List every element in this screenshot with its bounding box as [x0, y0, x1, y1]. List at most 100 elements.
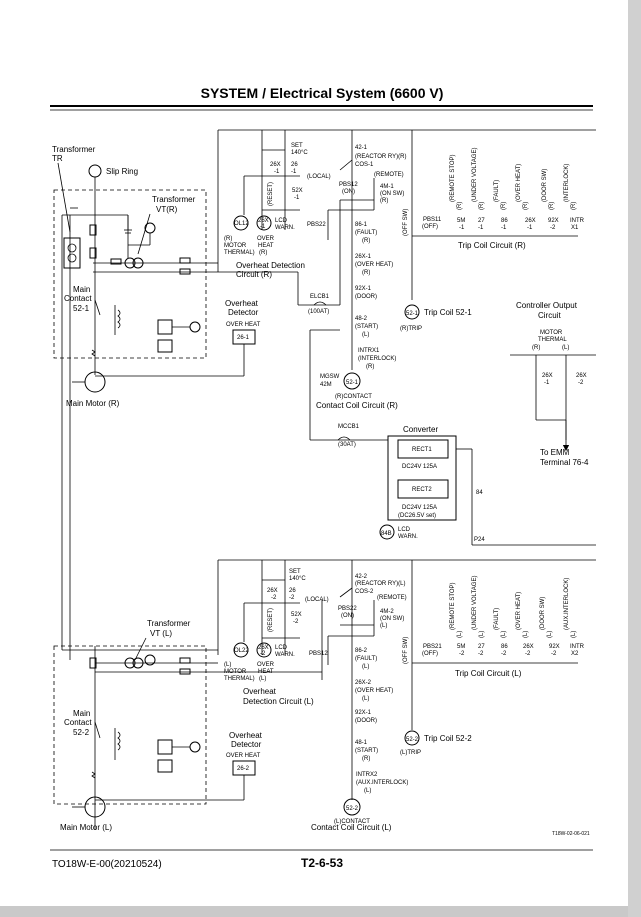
- svg-text:WARN.: WARN.: [275, 652, 295, 658]
- svg-text:26: 26: [289, 588, 296, 594]
- svg-text:(R)TRIP: (R)TRIP: [400, 326, 422, 332]
- manual-page: [0, 0, 628, 906]
- trip-contacts-l: 5M -2 27 -2 86 -2 26X -2 92X -2 INTR X2: [457, 644, 585, 657]
- svg-text:(R): (R): [224, 236, 232, 242]
- converter-label: Converter: [403, 425, 438, 434]
- slip-ring-label: Slip Ring: [106, 167, 138, 176]
- svg-text:92X-1: 92X-1: [355, 286, 372, 292]
- svg-text:(L)CONTACT: (L)CONTACT: [334, 819, 370, 825]
- main-motor-l-label: Main Motor (L): [60, 823, 112, 832]
- svg-text:(L): (L): [362, 696, 369, 702]
- svg-text:(LOCAL): (LOCAL): [307, 174, 331, 180]
- svg-text:Detector: Detector: [231, 740, 262, 749]
- svg-text:MGSW: MGSW: [320, 374, 340, 380]
- svg-text:(DOOR): (DOOR): [355, 294, 377, 300]
- svg-text:48-2: 48-2: [355, 316, 368, 322]
- svg-text:(UNDER VOLTAGE): (UNDER VOLTAGE): [472, 148, 478, 202]
- svg-text:(DOOR SW): (DOOR SW): [542, 169, 548, 202]
- svg-text:(L): (L): [547, 631, 553, 638]
- svg-text:(OVER HEAT): (OVER HEAT): [516, 592, 522, 630]
- svg-text:PBS12: PBS12: [339, 182, 358, 188]
- svg-text:PBS21: PBS21: [423, 644, 442, 650]
- lamp-84b: [379, 524, 395, 540]
- contact-coil-52-2: [343, 798, 361, 816]
- svg-text:26X: 26X: [267, 588, 278, 594]
- svg-text:(OFF): (OFF): [422, 224, 438, 230]
- svg-text:26X-2: 26X-2: [355, 680, 372, 686]
- trip-coil-circuit-r-label: Trip Coil Circuit (R): [458, 241, 526, 250]
- svg-text:26: 26: [291, 162, 298, 168]
- lamp-26x-1: [256, 215, 272, 231]
- svg-text:PBS22: PBS22: [338, 606, 357, 612]
- svg-text:OL22: OL22: [234, 648, 249, 654]
- svg-text:27: 27: [478, 218, 485, 224]
- overheat-circuit-r-label2: Circuit (R): [236, 270, 272, 279]
- svg-text:-1: -1: [291, 169, 297, 175]
- overheat-detector-r-label2: Detector: [228, 308, 259, 317]
- svg-text:OVER: OVER: [257, 662, 275, 668]
- trip-coil-circuit-l-label: Trip Coil Circuit (L): [455, 669, 522, 678]
- main-motor-r-label: Main Motor (R): [66, 399, 120, 408]
- svg-text:92X-1: 92X-1: [355, 710, 372, 716]
- transformer-vt-l-label: Transformer: [147, 619, 191, 628]
- svg-text:-2: -2: [260, 651, 266, 657]
- svg-text:86-2: 86-2: [355, 648, 368, 654]
- svg-text:(OVER HEAT): (OVER HEAT): [355, 688, 393, 694]
- svg-text:THERMAL: THERMAL: [538, 337, 567, 343]
- svg-text:-2: -2: [550, 225, 556, 231]
- svg-text:4M-2: 4M-2: [380, 609, 394, 615]
- svg-text:(REMOTE): (REMOTE): [374, 172, 404, 178]
- svg-text:5M: 5M: [457, 644, 465, 650]
- svg-text:(R): (R): [501, 202, 507, 210]
- svg-text:86-1: 86-1: [355, 222, 368, 228]
- svg-text:DC24V 125A: DC24V 125A: [402, 464, 437, 470]
- trip-coil-52-1: [404, 304, 420, 320]
- svg-text:86: 86: [501, 644, 508, 650]
- svg-text:(FAULT): (FAULT): [494, 608, 500, 630]
- voltmeter-l-icon: [144, 654, 156, 666]
- svg-text:-1: -1: [527, 225, 533, 231]
- svg-text:COS-2: COS-2: [355, 589, 374, 595]
- doc-code: TO18W-E-00(20210524): [52, 859, 162, 870]
- svg-text:(R): (R): [457, 202, 463, 210]
- svg-text:OL12: OL12: [234, 221, 249, 227]
- svg-text:OVER: OVER: [257, 236, 275, 242]
- svg-text:LCD: LCD: [275, 645, 288, 651]
- trip-headers-r: (REMOTE STOP) (UNDER VOLTAGE) (FAULT) (O…: [450, 148, 577, 210]
- svg-text:52X: 52X: [292, 188, 303, 194]
- page-shadow-right: [628, 0, 641, 917]
- overheat-circuit-l-label: Overheat: [243, 687, 277, 696]
- trip-headers-l: (REMOTE STOP) (UNDER VOLTAGE) (FAULT) (O…: [450, 576, 577, 638]
- svg-text:(START): (START): [355, 324, 378, 330]
- svg-text:P24: P24: [474, 537, 485, 543]
- svg-text:-1: -1: [294, 195, 300, 201]
- svg-text:SET: SET: [291, 143, 303, 149]
- svg-text:42M: 42M: [320, 382, 332, 388]
- svg-text:RECT2: RECT2: [412, 487, 432, 493]
- svg-text:(L): (L): [364, 788, 371, 794]
- svg-text:(L): (L): [224, 662, 231, 668]
- svg-text:(L)TRIP: (L)TRIP: [400, 750, 421, 756]
- svg-text:26X: 26X: [542, 373, 553, 379]
- svg-text:140°C: 140°C: [291, 150, 308, 156]
- svg-text:-1: -1: [260, 224, 266, 230]
- svg-text:THERMAL): THERMAL): [224, 676, 255, 682]
- overheat-detector-r-label: Overheat: [225, 299, 259, 308]
- svg-text:(REACTOR RY)(L): (REACTOR RY)(L): [355, 581, 405, 587]
- svg-text:(OFF SW): (OFF SW): [403, 637, 409, 664]
- lamp-ol22: [233, 642, 249, 658]
- svg-text:84: 84: [476, 490, 483, 496]
- transformer-tr-label: Transformer: [52, 145, 96, 154]
- svg-text:26-2: 26-2: [237, 766, 250, 772]
- svg-text:PBS11: PBS11: [423, 217, 442, 223]
- svg-text:X2: X2: [571, 651, 579, 657]
- main-contact-l-label: Main: [73, 709, 90, 718]
- svg-text:Terminal 76-4: Terminal 76-4: [540, 458, 589, 467]
- transformer-tr-id: TR: [52, 154, 63, 163]
- svg-text:SET: SET: [289, 569, 301, 575]
- svg-text:26X: 26X: [576, 373, 587, 379]
- svg-text:PBS22: PBS22: [307, 222, 326, 228]
- svg-text:LCD: LCD: [398, 527, 411, 533]
- svg-text:27: 27: [478, 644, 485, 650]
